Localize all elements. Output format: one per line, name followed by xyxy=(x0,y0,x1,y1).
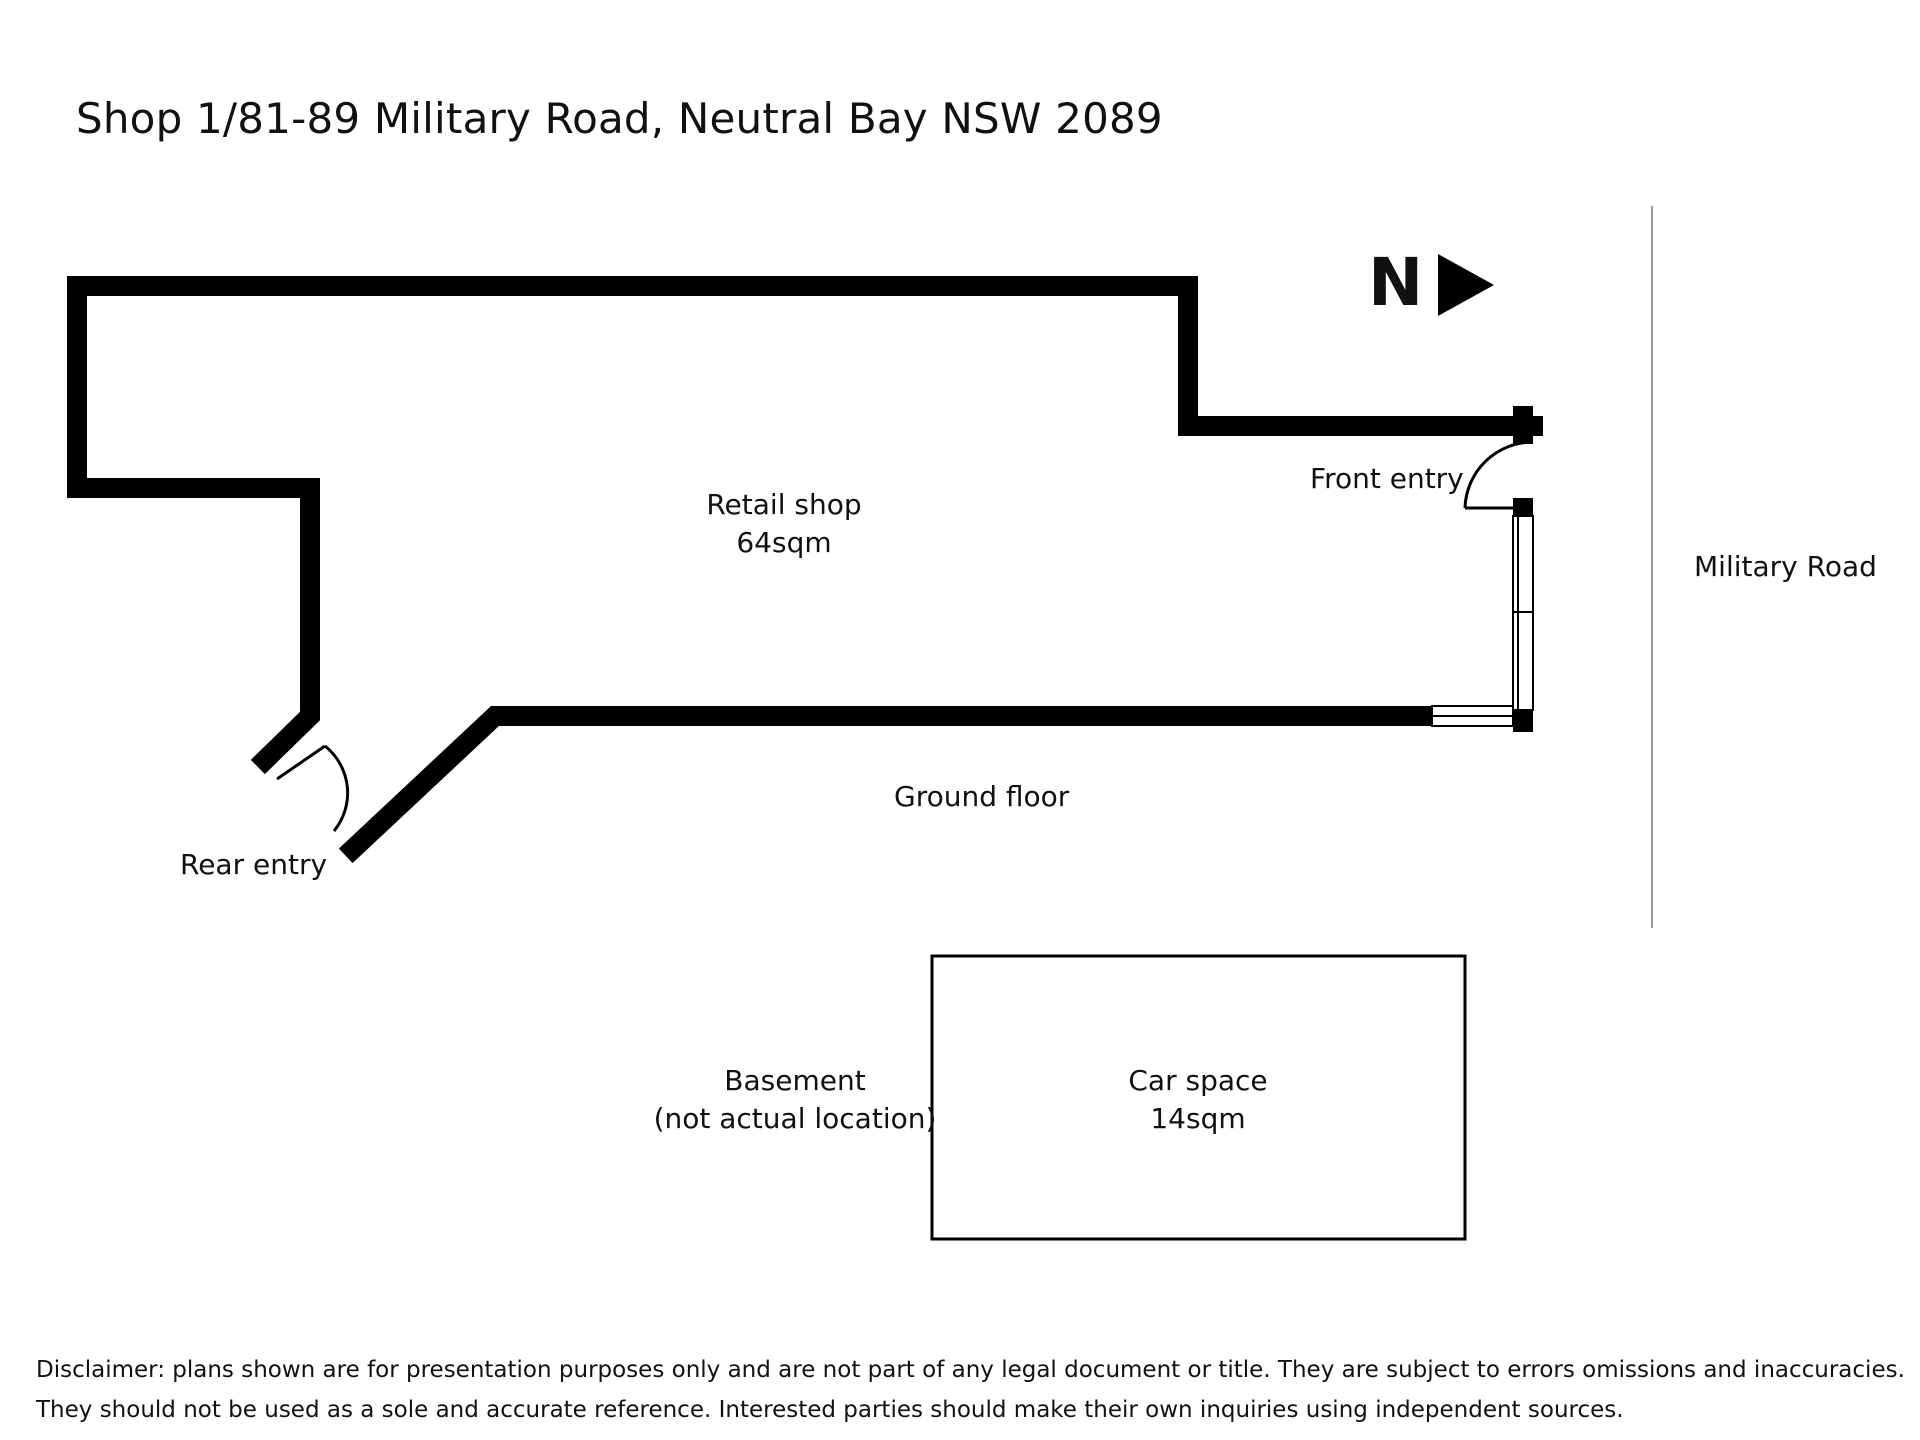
page-title: Shop 1/81-89 Military Road, Neutral Bay … xyxy=(76,94,1163,143)
front-entry-door xyxy=(1463,440,1534,510)
car-space-area: 14sqm xyxy=(1150,1102,1246,1135)
rear-door-leaf xyxy=(276,744,326,781)
basement-label: Basement (not actual location) xyxy=(650,1062,940,1138)
street-label: Military Road xyxy=(1694,550,1877,583)
rear-door-swing xyxy=(324,744,350,832)
retail-shop-label: Retail shop 64sqm xyxy=(684,486,884,562)
retail-shop-name: Retail shop xyxy=(706,488,862,521)
retail-shop-area: 64sqm xyxy=(736,526,832,559)
rear-entry-door xyxy=(276,744,350,832)
front-door-swing xyxy=(1463,440,1534,509)
wall-south xyxy=(338,706,1442,864)
car-space-outline xyxy=(930,954,1467,1241)
disclaimer-line2: They should not be used as a sole and ac… xyxy=(36,1397,1624,1423)
wall-north-west xyxy=(67,276,1543,775)
basement-label-line1: Basement xyxy=(724,1064,866,1097)
disclaimer-line1: Disclaimer: plans shown are for presenta… xyxy=(36,1357,1905,1383)
car-space-name: Car space xyxy=(1128,1064,1268,1097)
front-entry-label: Front entry xyxy=(1310,462,1464,495)
basement-label-line2: (not actual location) xyxy=(653,1102,937,1135)
disclaimer: Disclaimer: plans shown are for presenta… xyxy=(36,1350,1905,1430)
north-arrow-icon xyxy=(1438,254,1494,316)
windows xyxy=(1431,515,1534,727)
ground-floor-label: Ground floor xyxy=(894,780,1070,813)
rear-entry-label: Rear entry xyxy=(180,848,328,881)
car-space-label: Car space 14sqm xyxy=(1098,1062,1298,1138)
north-letter: N xyxy=(1368,244,1424,321)
